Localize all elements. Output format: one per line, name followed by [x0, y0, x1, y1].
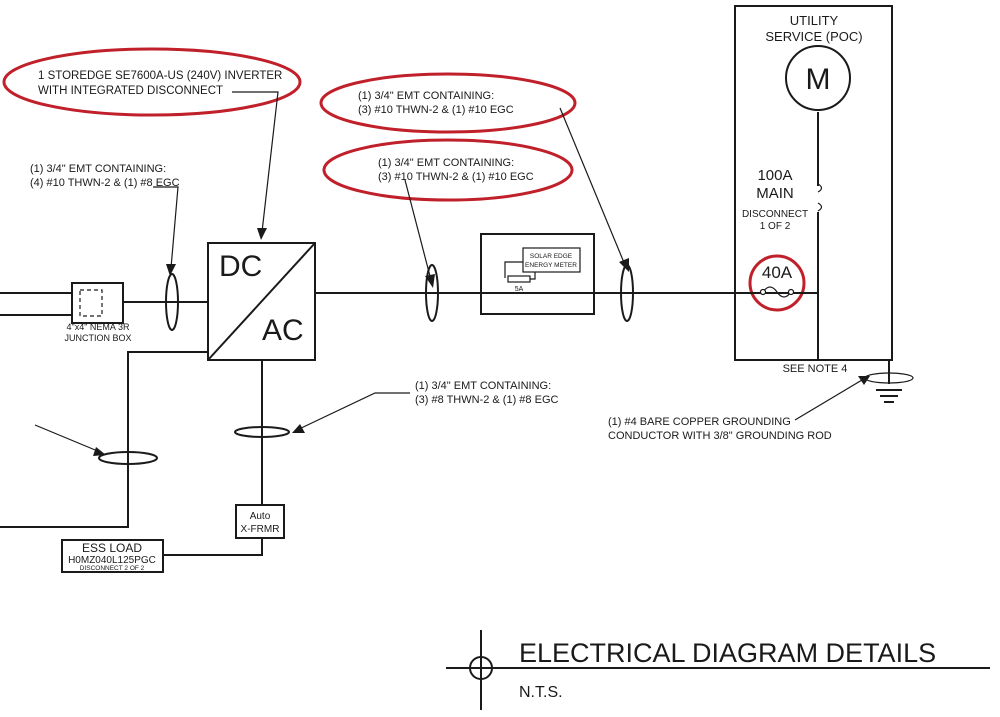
- svg-text:SOLAR EDGE: SOLAR EDGE: [530, 253, 573, 260]
- inverter: DC AC: [207, 242, 316, 361]
- auto-transformer: Auto X-FRMR: [235, 504, 285, 539]
- svg-text:100A: 100A: [757, 167, 792, 184]
- svg-text:SEE NOTE 4: SEE NOTE 4: [783, 363, 848, 375]
- svg-text:ESS LOAD: ESS LOAD: [82, 541, 142, 555]
- energy-meter: SOLAR EDGE ENERGY METER 5A: [480, 233, 595, 315]
- highlight-emt-ac-upper: [319, 72, 577, 134]
- svg-text:JUNCTION BOX: JUNCTION BOX: [64, 333, 131, 343]
- meter-symbol: M: [806, 63, 831, 96]
- diagram-scale: N.T.S.: [519, 684, 563, 701]
- svg-text:DISCONNECT: DISCONNECT: [742, 209, 808, 220]
- diagram-title: ELECTRICAL DIAGRAM DETAILS: [519, 638, 936, 668]
- svg-text:(1) 3/4" EMT CONTAINING:: (1) 3/4" EMT CONTAINING:: [358, 90, 494, 102]
- svg-text:(1) #4 BARE COPPER GROUNDING: (1) #4 BARE COPPER GROUNDING: [608, 416, 791, 428]
- svg-text:(4) #10 THWN-2 & (1) #8 EGC: (4) #10 THWN-2 & (1) #8 EGC: [30, 177, 180, 189]
- svg-text:DISCONNECT 2 OF 2: DISCONNECT 2 OF 2: [80, 565, 145, 572]
- emt-ess-callout: (1) 3/4" EMT CONTAINING: (3) #8 THWN-2 &…: [415, 380, 558, 406]
- title-block: ELECTRICAL DIAGRAM DETAILS N.T.S.: [446, 630, 990, 710]
- emt-ac-upper-callout: (1) 3/4" EMT CONTAINING: (3) #10 THWN-2 …: [358, 90, 514, 116]
- svg-text:1 OF 2: 1 OF 2: [760, 221, 791, 232]
- emt-ac-lower-callout: (1) 3/4" EMT CONTAINING: (3) #10 THWN-2 …: [378, 157, 534, 183]
- svg-text:(3) #10 THWN-2 & (1) #10 EGC: (3) #10 THWN-2 & (1) #10 EGC: [378, 171, 534, 183]
- svg-text:H0MZ040L125PGC: H0MZ040L125PGC: [68, 555, 156, 566]
- svg-text:SERVICE (POC): SERVICE (POC): [765, 29, 862, 44]
- svg-text:(1) 3/4" EMT CONTAINING:: (1) 3/4" EMT CONTAINING:: [30, 163, 166, 175]
- inverter-ac-label: AC: [262, 314, 304, 347]
- svg-text:1 STOREDGE SE7600A-US (240V) I: 1 STOREDGE SE7600A-US (240V) INVERTER: [38, 70, 282, 82]
- junction-box: 4"x4" NEMA 3R JUNCTION BOX: [64, 282, 132, 343]
- svg-text:X-FRMR: X-FRMR: [241, 524, 280, 535]
- highlight-40a-breaker: [748, 254, 806, 312]
- utility-service: UTILITY SERVICE (POC) M 100A MAIN DISCON…: [734, 5, 893, 375]
- highlight-inverter-callout: [2, 47, 302, 117]
- svg-text:(3) #8 THWN-2 & (1) #8 EGC: (3) #8 THWN-2 & (1) #8 EGC: [415, 394, 558, 406]
- svg-text:(1) 3/4" EMT CONTAINING:: (1) 3/4" EMT CONTAINING:: [378, 157, 514, 169]
- ground-symbol: [864, 372, 914, 403]
- conduit-markers: [98, 264, 634, 465]
- svg-text:WITH INTEGRATED DISCONNECT: WITH INTEGRATED DISCONNECT: [38, 85, 223, 97]
- svg-text:MAIN: MAIN: [756, 185, 794, 202]
- grounding-callout: (1) #4 BARE COPPER GROUNDING CONDUCTOR W…: [608, 416, 832, 442]
- leader-lines: [34, 91, 870, 456]
- svg-text:CONDUCTOR WITH 3/8" GROUNDING: CONDUCTOR WITH 3/8" GROUNDING ROD: [608, 430, 832, 442]
- highlight-emt-ac-lower: [322, 138, 574, 202]
- svg-text:Auto: Auto: [250, 511, 271, 522]
- inverter-callout: 1 STOREDGE SE7600A-US (240V) INVERTER WI…: [38, 70, 282, 97]
- svg-text:(3) #10 THWN-2 & (1) #10 EGC: (3) #10 THWN-2 & (1) #10 EGC: [358, 104, 514, 116]
- emt-dc-callout: (1) 3/4" EMT CONTAINING: (4) #10 THWN-2 …: [30, 163, 180, 189]
- svg-text:5A: 5A: [515, 286, 524, 293]
- svg-text:4"x4" NEMA 3R: 4"x4" NEMA 3R: [67, 322, 130, 332]
- inverter-dc-label: DC: [219, 250, 262, 283]
- breaker-40a-label: 40A: [762, 263, 793, 282]
- ess-load: ESS LOAD H0MZ040L125PGC DISCONNECT 2 OF …: [61, 539, 164, 573]
- svg-text:(1) 3/4" EMT CONTAINING:: (1) 3/4" EMT CONTAINING:: [415, 380, 551, 392]
- svg-text:UTILITY: UTILITY: [790, 13, 839, 28]
- svg-text:ENERGY METER: ENERGY METER: [525, 262, 577, 269]
